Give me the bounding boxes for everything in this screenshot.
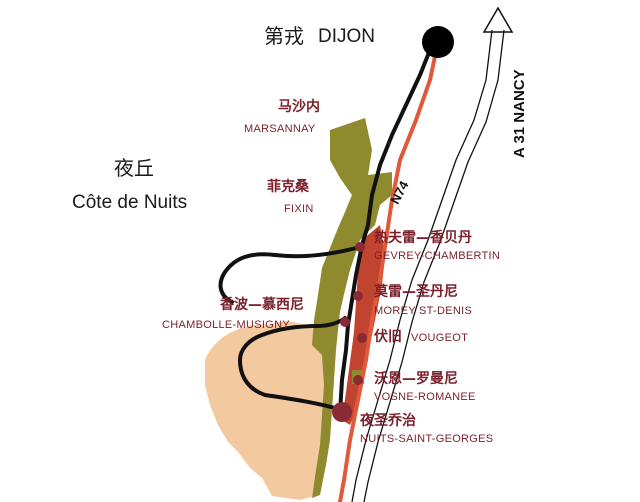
gevrey-fr-label: GEVREY-CHAMBERTIN <box>374 250 501 262</box>
nuits-cn-label: 夜圣乔治 <box>360 413 416 429</box>
gevrey-dot <box>355 242 365 252</box>
vosne-cn-label: 沃恩—罗曼尼 <box>374 371 458 387</box>
vougeot-cn-label: 伏旧 <box>374 329 402 345</box>
railway-line <box>338 43 434 414</box>
southern-road <box>238 316 347 412</box>
nuits-dot <box>332 402 352 422</box>
dijon-dot <box>422 26 454 58</box>
vougeot-fr-label: VOUGEOT <box>411 332 469 344</box>
marsannay-fr-label: MARSANNAY <box>244 123 316 135</box>
gevrey-cn-label: 热夫雷—香贝丹 <box>374 230 472 246</box>
dijon-cn-label: 第戎 <box>264 24 304 48</box>
vosne-fr-label: VOSNE-ROMANEE <box>374 391 476 403</box>
vineyard-area <box>312 118 392 498</box>
marsannay-cn-label: 马沙内 <box>278 99 320 115</box>
western-road <box>218 245 362 304</box>
chambolle-cn-label: 香波—慕西尼 <box>220 297 304 313</box>
chambolle-fr-label: CHAMBOLLE-MUSIGNY <box>162 319 290 331</box>
morey-fr-label: MOREY ST-DENIS <box>374 305 473 317</box>
dijon-fr-label: DIJON <box>318 26 375 47</box>
motorway-line-east <box>363 29 505 502</box>
morey-cn-label: 莫雷—圣丹尼 <box>374 284 458 300</box>
motorway-arrow-icon <box>482 6 514 33</box>
vougeot-dot <box>357 333 367 343</box>
morey-dot <box>353 291 363 301</box>
hills-area <box>205 321 335 500</box>
nuits-fr-label: NUITS-SAINT-GEORGES <box>360 433 494 445</box>
n74-road <box>338 40 440 502</box>
vosne-dot <box>353 375 363 385</box>
chambolle-dot <box>340 317 350 327</box>
fixin-cn-label: 菲克桑 <box>267 179 309 195</box>
motorway-label: A 31 NANCY <box>511 69 528 158</box>
fixin-fr-label: FIXIN <box>284 203 314 215</box>
motorway-line-west <box>351 29 493 502</box>
region-cn-label: 夜丘 <box>114 156 154 180</box>
region-fr-label: Côte de Nuits <box>72 192 188 213</box>
